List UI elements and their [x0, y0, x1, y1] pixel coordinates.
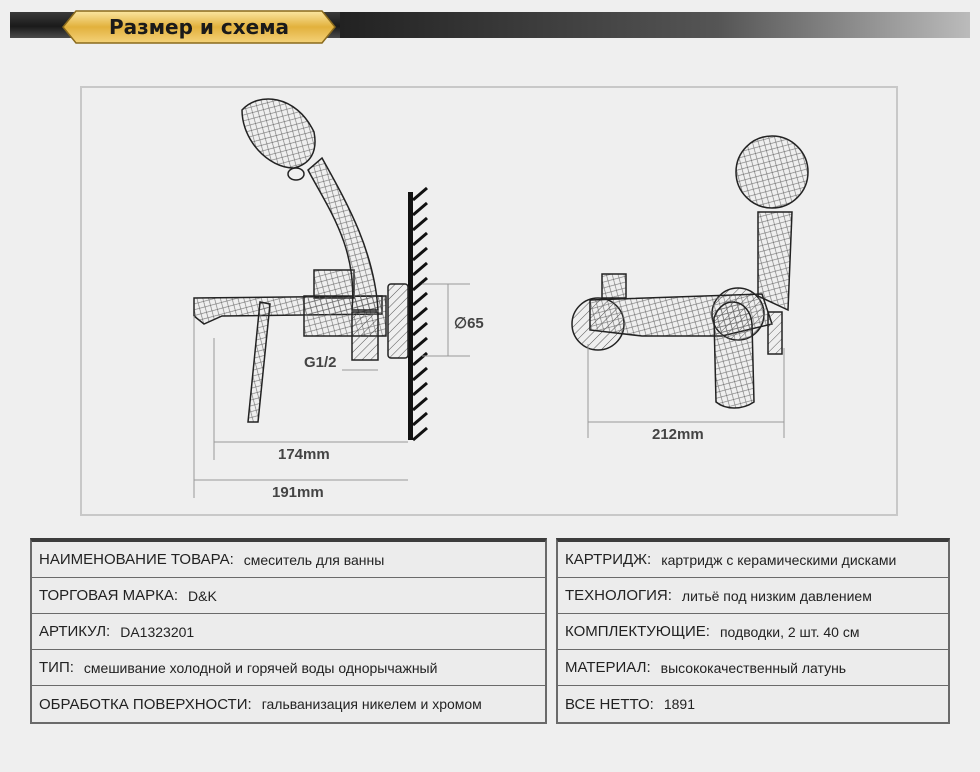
spec-value: картридж с керамическими дисками: [661, 551, 897, 568]
spec-label: ТЕХНОЛОГИЯ:: [565, 587, 672, 604]
spec-value: литьё под низким давлением: [681, 587, 872, 604]
depth-outer-label: 191mm: [272, 484, 324, 501]
spec-row: КАРТРИДЖ: картридж с керамическими дискам…: [558, 542, 948, 578]
spec-value: смеситель для ванны: [243, 551, 385, 568]
thread-label: G1/2: [304, 354, 337, 371]
width-label: 212mm: [652, 426, 704, 443]
spec-value: 1891: [663, 696, 695, 712]
spec-row: КОМПЛЕКТУЮЩИЕ: подводки, 2 шт. 40 см: [558, 614, 948, 650]
spec-label: КОМПЛЕКТУЮЩИЕ:: [565, 623, 710, 640]
spec-label: ОБРАБОТКА ПОВЕРХНОСТИ:: [39, 695, 252, 713]
header-banner: Размер и схема: [62, 10, 336, 44]
spec-label: АРТИКУЛ:: [39, 623, 111, 640]
spec-row: ТОРГОВАЯ МАРКА: D&K: [32, 578, 545, 614]
specs-table-right: КАРТРИДЖ: картридж с керамическими дискам…: [556, 538, 950, 724]
spec-value: DA1323201: [120, 623, 195, 640]
spec-label: ВСЕ НЕТТО:: [565, 695, 654, 713]
depth-inner-label: 174mm: [278, 446, 330, 463]
spec-row: ОБРАБОТКА ПОВЕРХНОСТИ: гальванизация нике…: [32, 686, 545, 722]
spec-label: МАТЕРИАЛ:: [565, 659, 651, 676]
page-title: Размер и схема: [108, 15, 290, 39]
spec-value: высококачественный латунь: [660, 659, 847, 676]
diameter-label: ∅65: [454, 315, 484, 332]
spec-value: подводки, 2 шт. 40 см: [719, 623, 860, 640]
spec-row: ТИП: смешивание холодной и горячей воды о…: [32, 650, 545, 686]
spec-label: ТОРГОВАЯ МАРКА:: [39, 587, 179, 604]
spec-value: смешивание холодной и горячей воды однор…: [83, 659, 438, 676]
spec-value: гальванизация никелем и хромом: [261, 696, 482, 712]
spec-value: D&K: [188, 587, 217, 604]
specs-table-left: НАИМЕНОВАНИЕ ТОВАРА:смеситель для ванны …: [30, 538, 547, 724]
spec-label: ТИП:: [39, 659, 74, 676]
spec-label: НАИМЕНОВАНИЕ ТОВАРА:: [39, 551, 234, 568]
spec-label: КАРТРИДЖ:: [565, 551, 652, 568]
technical-drawing: ∅65 G1/2 174mm 191mm 212mm: [80, 86, 898, 516]
spec-row: ВСЕ НЕТТО: 1891: [558, 686, 948, 722]
spec-row: ТЕХНОЛОГИЯ: литьё под низким давлением: [558, 578, 948, 614]
spec-row: АРТИКУЛ: DA1323201: [32, 614, 545, 650]
spec-row: МАТЕРИАЛ: высококачественный латунь: [558, 650, 948, 686]
spec-row: НАИМЕНОВАНИЕ ТОВАРА: смеситель для ванны: [32, 542, 545, 578]
